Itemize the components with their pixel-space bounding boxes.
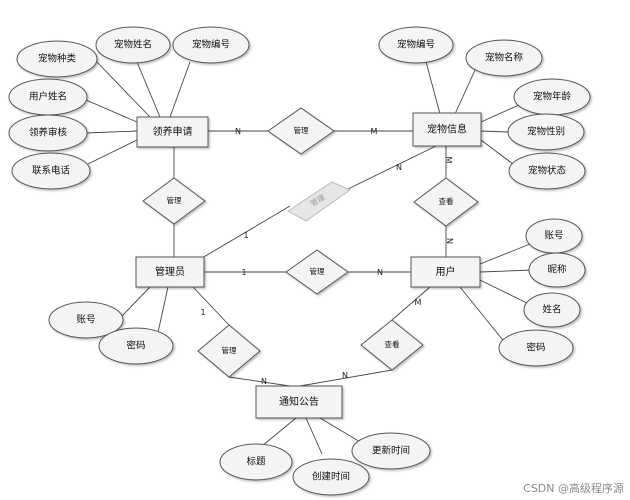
connector-lines bbox=[85, 57, 534, 455]
attr-notice-updated: 更新时间 bbox=[351, 432, 431, 470]
attribute-label: 创建时间 bbox=[312, 471, 350, 483]
attr-pet-status: 宠物状态 bbox=[508, 152, 586, 190]
entity-pet-info: 宠物信息 bbox=[412, 112, 482, 147]
entity-adopt-application: 领养申请 bbox=[136, 116, 209, 148]
attribute-label: 标题 bbox=[246, 456, 266, 468]
attr-adopt-pet-no: 宠物编号 bbox=[172, 26, 250, 64]
attr-user-account: 账号 bbox=[525, 218, 583, 254]
relationship-admin-notice: 管理 bbox=[197, 324, 261, 378]
cardinality-label: N bbox=[235, 127, 241, 136]
attribute-label: 用户姓名 bbox=[29, 91, 67, 103]
attr-pet-gender: 宠物性别 bbox=[507, 113, 585, 151]
attribute-label: 宠物编号 bbox=[192, 39, 230, 51]
entity-admin: 管理员 bbox=[135, 256, 205, 288]
cardinality-labels: N M 1 N M N 1 N 1 N N M bbox=[200, 127, 454, 386]
relationship-label: 查看 bbox=[439, 196, 454, 206]
relationship-pet-user: 查看 bbox=[413, 177, 479, 227]
entity-notice: 通知公告 bbox=[255, 385, 343, 419]
relationship-admin-pet: 管理 bbox=[287, 181, 352, 222]
attribute-label: 宠物名称 bbox=[485, 52, 524, 64]
entity-user: 用户 bbox=[410, 256, 481, 288]
entity-label: 管理员 bbox=[155, 265, 185, 278]
attribute-label: 账号 bbox=[544, 231, 563, 242]
relationship-label: 管理 bbox=[310, 266, 325, 276]
attribute-label: 密码 bbox=[126, 340, 145, 352]
cardinality-label: N bbox=[261, 377, 267, 386]
attr-notice-created: 创建时间 bbox=[292, 458, 370, 496]
attribute-label: 领养审核 bbox=[29, 127, 68, 139]
relationship-user-notice: 查看 bbox=[360, 319, 424, 371]
cardinality-label: M bbox=[371, 127, 378, 136]
cardinality-label: N bbox=[377, 268, 383, 277]
attribute-label: 宠物姓名 bbox=[114, 39, 152, 51]
attr-pet-no: 宠物编号 bbox=[378, 26, 454, 64]
cardinality-label: 1 bbox=[243, 231, 248, 240]
attribute-label: 密码 bbox=[526, 342, 545, 354]
cardinality-label: N bbox=[342, 371, 348, 380]
watermark: CSDN @高级程序源 bbox=[523, 482, 624, 495]
attr-user-realname: 姓名 bbox=[523, 292, 581, 328]
attribute-label: 联系电话 bbox=[32, 165, 71, 177]
entity-label: 通知公告 bbox=[279, 395, 319, 408]
attribute-label: 宠物年龄 bbox=[533, 91, 572, 103]
attribute-label: 宠物状态 bbox=[528, 165, 567, 177]
attr-adopt-review: 领养审核 bbox=[8, 114, 88, 152]
attribute-label: 更新时间 bbox=[372, 445, 410, 457]
attr-adopt-phone: 联系电话 bbox=[11, 152, 91, 190]
attr-adopt-user-name: 用户姓名 bbox=[8, 78, 88, 116]
attr-adopt-pet-type: 宠物种类 bbox=[16, 40, 98, 78]
entity-label: 宠物信息 bbox=[427, 123, 467, 136]
attribute-label: 宠物编号 bbox=[397, 39, 435, 51]
attr-user-nickname: 昵称 bbox=[528, 252, 586, 288]
relationship-adopt-admin: 管理 bbox=[142, 177, 206, 225]
attribute-label: 宠物性别 bbox=[527, 126, 565, 138]
cardinality-label: M bbox=[415, 298, 422, 307]
attribute-label: 账号 bbox=[76, 315, 95, 326]
attribute-label: 姓名 bbox=[542, 304, 561, 316]
attr-admin-password: 密码 bbox=[98, 327, 174, 365]
relationship-label: 查看 bbox=[385, 339, 400, 349]
attribute-label: 宠物种类 bbox=[38, 53, 77, 65]
cardinality-label: N bbox=[396, 163, 402, 172]
attr-pet-age: 宠物年龄 bbox=[513, 78, 591, 116]
entity-label: 领养申请 bbox=[153, 125, 193, 138]
attr-admin-account: 账号 bbox=[48, 301, 124, 339]
attr-pet-name: 宠物名称 bbox=[465, 39, 543, 77]
attr-notice-title: 标题 bbox=[219, 443, 293, 481]
relationship-label: 管理 bbox=[222, 345, 237, 355]
relationship-adopt-pet: 管理 bbox=[267, 107, 335, 155]
cardinality-label: M bbox=[444, 157, 453, 164]
attr-user-password: 密码 bbox=[498, 329, 574, 367]
cardinality-label: N bbox=[445, 238, 454, 244]
attribute-label: 昵称 bbox=[547, 264, 567, 276]
cardinality-label: 1 bbox=[200, 308, 205, 317]
relationship-label: 管理 bbox=[167, 195, 182, 205]
entity-label: 用户 bbox=[436, 265, 456, 278]
relationship-label: 管理 bbox=[294, 125, 309, 135]
relationship-admin-user: 管理 bbox=[285, 249, 349, 295]
attr-adopt-pet-name: 宠物姓名 bbox=[95, 26, 171, 64]
cardinality-label: 1 bbox=[241, 268, 246, 277]
